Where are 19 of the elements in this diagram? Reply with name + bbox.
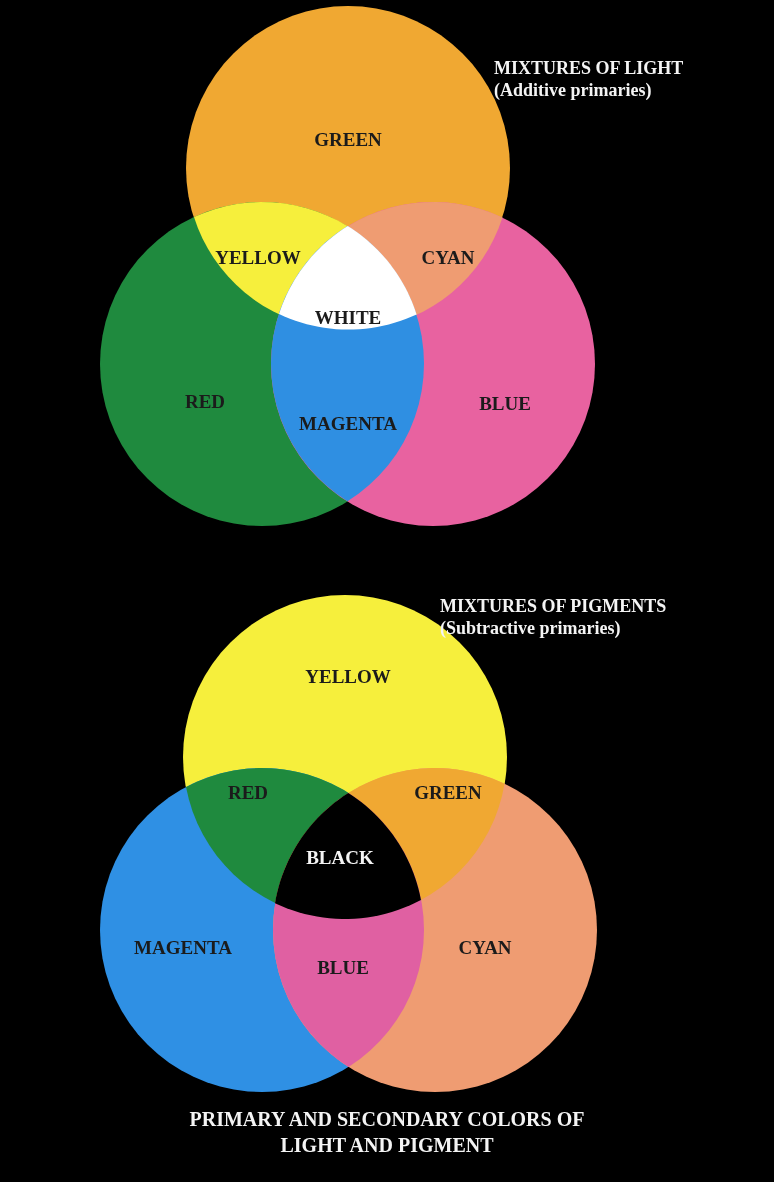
caption: PRIMARY AND SECONDARY COLORS OF LIGHT AND PIGMENT <box>188 1107 586 1158</box>
region-label: WHITE <box>314 307 382 329</box>
region-label: YELLOW <box>215 247 301 269</box>
region-label: RED <box>227 782 269 804</box>
region-label: GREEN <box>414 782 482 804</box>
region-label: MAGENTA <box>299 413 397 435</box>
region-label: CYAN <box>421 247 475 269</box>
region-label: CYAN <box>458 937 512 959</box>
region-label: GREEN <box>314 129 382 151</box>
region-label: BLUE <box>479 393 531 415</box>
section-heading: MIXTURES OF PIGMENTS <box>440 596 667 617</box>
section-subheading: (Subtractive primaries) <box>440 618 621 639</box>
region-label: YELLOW <box>305 666 391 688</box>
region-label: BLACK <box>306 847 374 869</box>
region-label: BLUE <box>317 957 369 979</box>
region-label: MAGENTA <box>134 937 232 959</box>
region-label: RED <box>184 391 226 413</box>
section-subheading: (Additive primaries) <box>494 80 652 101</box>
section-heading: MIXTURES OF LIGHT <box>494 58 684 79</box>
